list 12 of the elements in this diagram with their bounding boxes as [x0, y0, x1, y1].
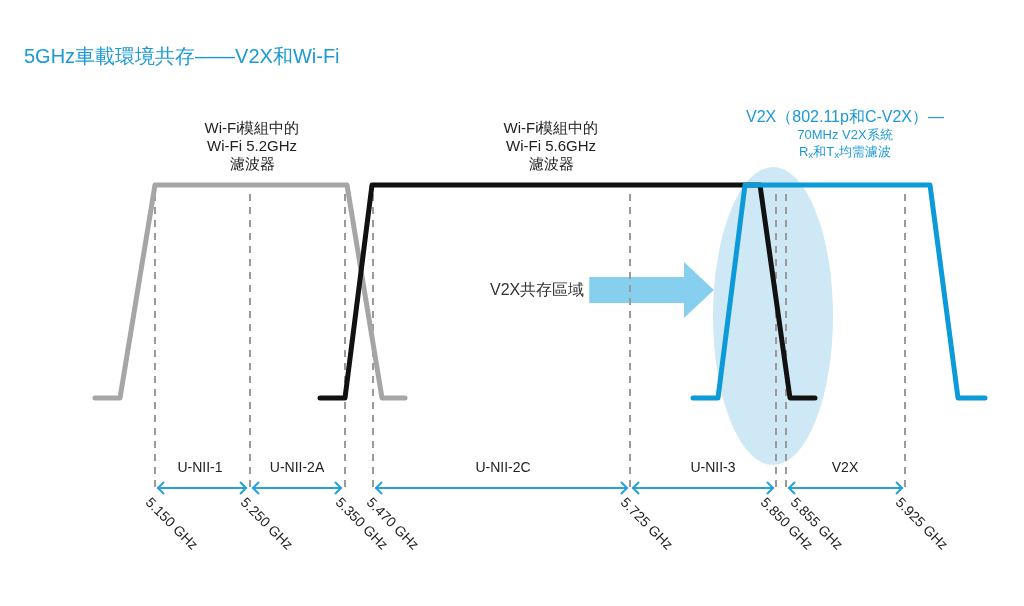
band-label: U-NII-2C [475, 459, 531, 475]
diagram-title: 5GHz車載環境共存——V2X和Wi-Fi [24, 44, 340, 69]
block-arrow [589, 262, 714, 318]
filter-label: Wi-Fi模組中的 Wi-Fi 5.2GHz 濾波器 [203, 119, 301, 173]
band-label: U-NII-1 [177, 459, 223, 475]
band-label: V2X [831, 459, 859, 475]
region-label: V2X共存區域 [490, 280, 585, 300]
filter-label: V2X（802.11p和C-V2X）— [746, 107, 944, 126]
filter-note: 70MHz V2X系統 R$_{x}$和T$_{x}$均需濾波 [796, 126, 894, 160]
band-label: U-NII-3 [690, 459, 736, 475]
filter-label: Wi-Fi模組中的 Wi-Fi 5.6GHz 濾波器 [502, 119, 600, 173]
band-label: U-NII-2A [269, 459, 325, 475]
